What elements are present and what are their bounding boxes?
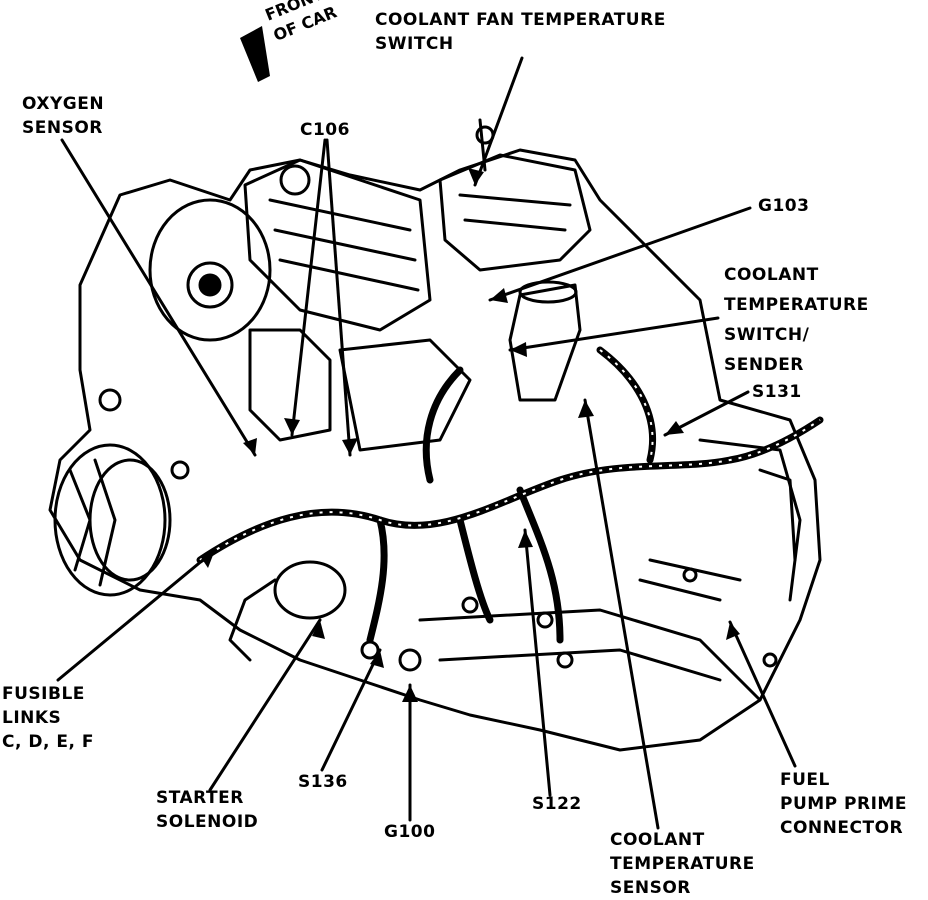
label-oxygen-sensor: OXYGEN SENSOR	[22, 94, 105, 138]
label-starter-solenoid: STARTER SOLENOID	[156, 788, 259, 832]
label-g100: G100	[384, 822, 436, 842]
wiring-bands	[199, 349, 821, 561]
label-coolant-temperature-switch-sender: COOLANT TEMPERATURE SWITCH/ SENDER	[724, 265, 869, 375]
label-fuel-pump-prime-connector: FUEL PUMP PRIME CONNECTOR	[780, 770, 907, 838]
label-s131: S131	[752, 382, 802, 402]
leader-arrowheads	[200, 168, 740, 702]
label-coolant-temperature-sensor: COOLANT TEMPERATURE SENSOR	[610, 830, 755, 898]
label-fusible-links: FUSIBLE LINKS C, D, E, F	[2, 684, 94, 752]
label-c106: C106	[300, 120, 350, 140]
engine-drawing	[48, 118, 822, 752]
front-of-car-arrow	[240, 26, 270, 82]
label-s136: S136	[298, 772, 348, 792]
label-s122: S122	[532, 794, 582, 814]
label-coolant-fan-temperature-switch: COOLANT FAN TEMPERATURE SWITCH	[375, 10, 666, 54]
label-g103: G103	[758, 196, 810, 216]
wiring-harness	[196, 346, 824, 644]
